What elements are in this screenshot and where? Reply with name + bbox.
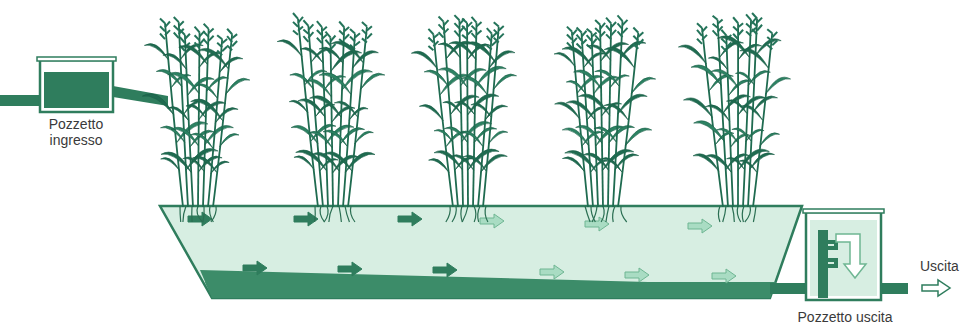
bed-bottom [200, 270, 772, 298]
reed-clump [411, 15, 516, 222]
exit-label: Uscita [920, 258, 959, 274]
well-outline [770, 208, 920, 304]
well-label: Pozzetto ingresso [28, 116, 124, 148]
outlet-pipe [880, 283, 908, 294]
exit-arrow [922, 280, 950, 296]
inlet-well: Pozzetto ingresso [28, 56, 124, 148]
flow-arrow [712, 269, 736, 283]
well-label: Pozzetto uscita [770, 309, 920, 325]
feed-pipe [113, 86, 168, 106]
drain-pipe [770, 283, 808, 294]
reed-clump [678, 13, 790, 222]
flow-arrow [433, 263, 457, 277]
well-outline [28, 56, 124, 116]
flow-arrow [480, 214, 504, 228]
reed-clump [142, 17, 249, 222]
reed-clump [554, 15, 656, 222]
flow-arrow [338, 262, 362, 276]
wetland-bed [160, 206, 802, 298]
outlet-well: Pozzetto uscita [770, 208, 920, 325]
inlet-pipe [0, 95, 42, 106]
flow-arrow [688, 219, 712, 233]
flow-arrow [398, 212, 422, 226]
reed-plants [142, 13, 790, 222]
flow-arrow [540, 265, 564, 279]
flow-arrow [625, 268, 649, 282]
reed-clump [277, 13, 385, 222]
flow-arrows [188, 212, 736, 283]
flow-arrow [243, 261, 267, 275]
